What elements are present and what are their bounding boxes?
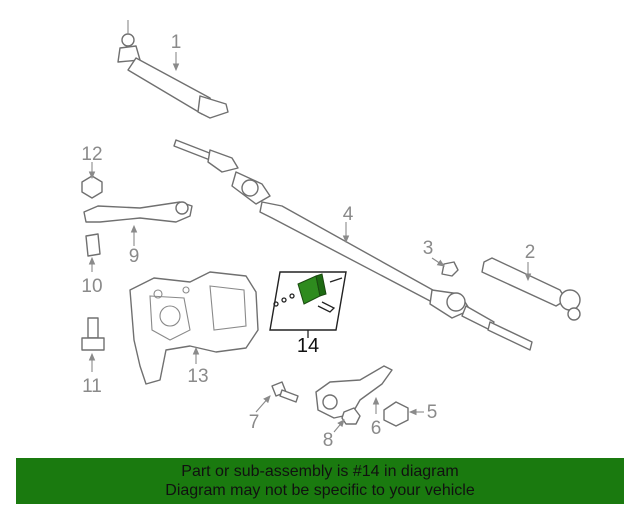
nut-part-12[interactable] <box>81 175 103 199</box>
info-banner: Part or sub-assembly is #14 in diagram D… <box>16 458 624 504</box>
steering-parts-diagram: 1 2 3 4 5 6 7 8 9 10 11 12 13 14 <box>81 20 581 451</box>
bolt-part-7[interactable] <box>271 381 299 403</box>
bushing-part-10[interactable] <box>85 233 101 257</box>
callout-6: 6 <box>371 418 382 439</box>
callout-7: 7 <box>249 412 260 433</box>
banner-line-2: Diagram may not be specific to your vehi… <box>165 482 475 499</box>
callout-8: 8 <box>323 430 334 451</box>
callout-10: 10 <box>81 276 102 297</box>
steering-gear-part-13[interactable] <box>129 271 259 385</box>
callout-5: 5 <box>427 402 438 423</box>
callout-4: 4 <box>343 204 354 225</box>
nut-part-3[interactable] <box>441 261 459 277</box>
callout-3: 3 <box>423 238 434 259</box>
callout-12: 12 <box>81 144 102 165</box>
callout-9: 9 <box>129 246 140 267</box>
bolt-part-11[interactable] <box>81 317 105 351</box>
nut-part-5[interactable] <box>383 401 409 427</box>
tie-rod-end-part-1[interactable] <box>117 20 229 119</box>
banner-line-1: Part or sub-assembly is #14 in diagram <box>181 463 459 480</box>
callout-2: 2 <box>525 242 536 263</box>
callout-14: 14 <box>297 335 319 357</box>
idler-arm-part-6[interactable] <box>315 365 393 419</box>
callout-1: 1 <box>171 32 182 53</box>
part-14-box[interactable] <box>269 271 347 331</box>
nut-part-8[interactable] <box>341 407 361 425</box>
pitman-arm-part-9[interactable] <box>83 201 193 223</box>
callout-11: 11 <box>82 376 102 397</box>
callout-13: 13 <box>187 366 208 387</box>
tie-rod-end-part-2[interactable] <box>481 257 581 321</box>
center-link-part-4[interactable] <box>173 139 533 351</box>
